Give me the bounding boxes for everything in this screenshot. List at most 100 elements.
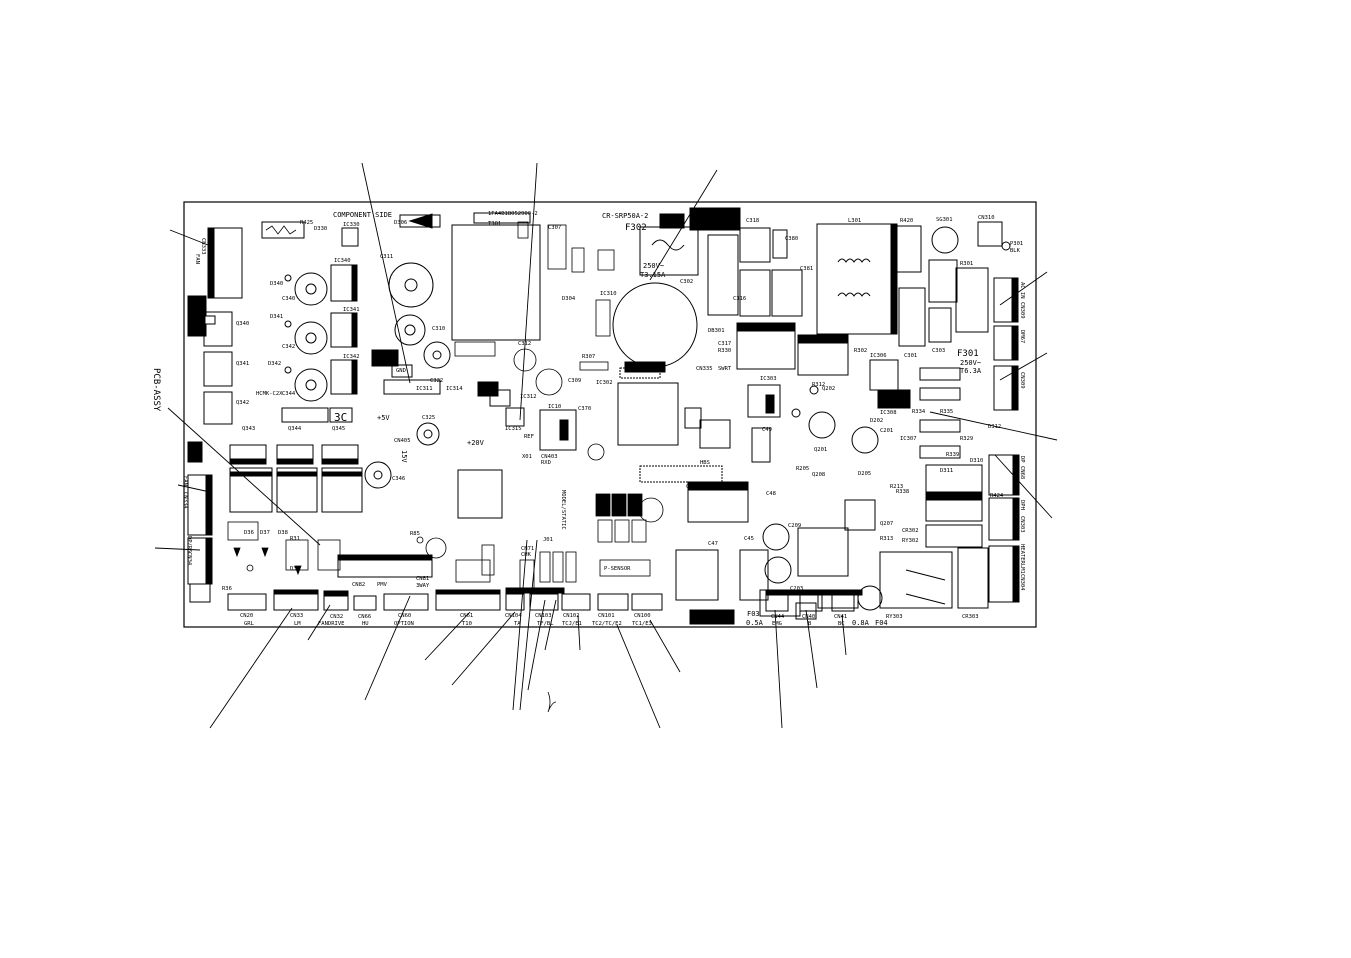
diode-label: D310 (970, 458, 983, 464)
ic-label: IC341 (343, 307, 360, 313)
resistor-label: R213 (890, 484, 903, 490)
resistor-label: R31 (290, 536, 300, 542)
cap-label: C201 (880, 428, 893, 434)
relay-label: CR302 (902, 528, 919, 534)
resistor-label: R301 (960, 261, 973, 267)
relay-label: RY302 (902, 538, 919, 544)
left-capacitors (284, 262, 451, 489)
diode-label: D36 (244, 530, 254, 536)
cap-label: C346 (392, 476, 405, 482)
power-transistors-left (229, 407, 363, 513)
blk-label: BLK (1010, 248, 1021, 254)
cn405-label: CN405 (394, 438, 411, 444)
chk-label: CHK (521, 552, 532, 558)
connector-code: CN20 (240, 613, 253, 619)
t301-label: T301 (488, 221, 501, 227)
fuse-f301-rating2: T6.3A (960, 367, 982, 375)
resistor-label: R334 (912, 409, 926, 415)
transistor-label: Q340 (236, 321, 249, 327)
connector-name: HEATERLM1 (1019, 544, 1025, 574)
diode-label: D342 (268, 361, 281, 367)
cap-label: C301 (904, 353, 917, 359)
connector-name: DP/RS (186, 536, 192, 553)
cap-label: C307 (548, 225, 561, 231)
sg301-label: SG301 (936, 217, 953, 223)
transistor-label: Q201 (814, 447, 827, 453)
resistor-label: R420 (900, 218, 913, 224)
connector-name: TA (514, 621, 521, 627)
voltage-12v-label: +12V (381, 350, 399, 358)
cap-label: C322 (430, 378, 443, 384)
resistor-label: R339 (946, 452, 959, 458)
resistor-label: R330 (718, 348, 731, 354)
fuse-f04-rating: 0.8A (852, 619, 870, 627)
diode-label: D38 (278, 530, 288, 536)
cap-label: C203 (790, 586, 803, 592)
ic-label: IC315 (505, 426, 522, 432)
bottom-connector-row (227, 554, 863, 625)
transistor-label: Q344 (288, 426, 302, 432)
transformer-t301 (451, 212, 541, 519)
connector-code: CN303 (1019, 516, 1025, 533)
resistor-label: R312 (812, 382, 825, 388)
ic-label: IC312 (520, 394, 537, 400)
resistor-label: R36 (222, 586, 232, 592)
cap-label: C309 (568, 378, 581, 384)
connector-name: FAN (194, 254, 200, 264)
transistor-label: Q345 (332, 426, 345, 432)
hcmk-label: HCMK-C2X (256, 391, 283, 397)
resistor-label: R205 (796, 466, 809, 472)
voltage-20v-label: +20V (467, 439, 485, 447)
j01-label: J01 (543, 537, 553, 543)
resistor-label: R335 (940, 409, 953, 415)
diode-label: D306 (394, 220, 407, 226)
connector-code: CN61 (460, 613, 473, 619)
cn403-label: CN403 (541, 454, 558, 460)
swrt-label: SWRT (718, 366, 732, 372)
connector-code: CN68 (1019, 466, 1025, 479)
diode-label: D340 (270, 281, 283, 287)
cap-label: C40 (686, 484, 696, 490)
connector-code: CN309 (1019, 302, 1025, 319)
connector-name: AC IN (1019, 282, 1025, 299)
ic-label: IC342 (343, 354, 360, 360)
cap-label: C340 (282, 296, 295, 302)
cap-label: C310 (432, 326, 445, 332)
resistor-label: R307 (582, 354, 595, 360)
connector-code: CN104 (505, 613, 522, 619)
pcb-assy-label: PCB-ASSY (151, 368, 161, 412)
cap-label: C370 (578, 406, 591, 412)
model-static-label: MODEL/STATIC (560, 490, 566, 530)
cap-label: C325 (422, 415, 435, 421)
resistor-label: R57 (720, 483, 730, 489)
cap-label: C209 (788, 523, 801, 529)
connector-code: CN40 (802, 614, 815, 620)
resistor-label: R425 (300, 220, 313, 226)
mid-right-section (675, 384, 883, 620)
l301-label: L301 (848, 218, 861, 224)
connector-name: TCJ/E1 (562, 621, 582, 627)
fuse-f03-label: F03 (747, 610, 760, 618)
fuse-f301-rating1: 250V~ (960, 359, 981, 367)
connector-name: T10 (462, 621, 472, 627)
ref-label: REF (524, 434, 534, 440)
diode-label: D205 (858, 471, 871, 477)
mcu-label: IC10 (548, 404, 561, 410)
connector-name: B (808, 621, 812, 627)
connector-code: CN310 (978, 215, 995, 221)
connector-code: CN304 (1019, 574, 1025, 591)
fuse-f04-label: F04 (875, 619, 888, 627)
cap-label: C45 (744, 536, 754, 542)
cn335-label: CN335 (696, 366, 713, 372)
transistor-label: Q208 (812, 472, 825, 478)
callout-lines (154, 162, 1058, 729)
resistor-label: R313 (880, 536, 893, 542)
transistor-label: Q202 (822, 386, 835, 392)
component-side-label: COMPONENT SIDE (333, 211, 392, 219)
connector-name: DM67 (1019, 330, 1025, 343)
connector-code: CN334 (182, 492, 188, 509)
ic-label: IC314 (446, 386, 463, 392)
connector-code: CN33 (290, 613, 303, 619)
cn82-label: CN82 (352, 582, 365, 588)
